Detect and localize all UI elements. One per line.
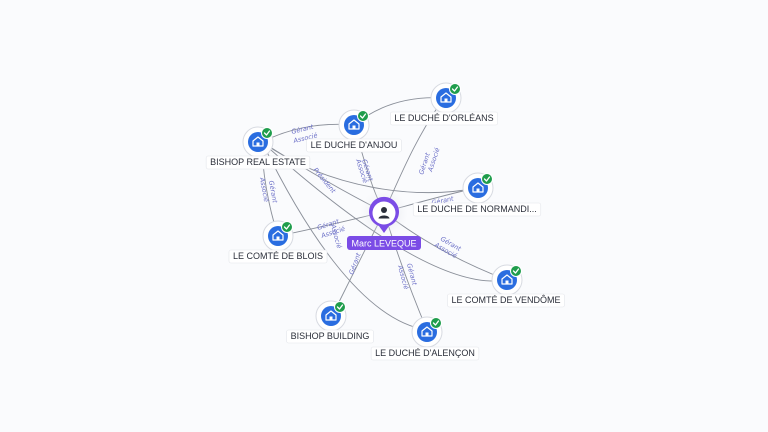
company-label: BISHOP REAL ESTATE: [210, 157, 306, 167]
company-label: LE DUCHE DE NORMANDI...: [417, 204, 537, 214]
company-nodes: BISHOP REAL ESTATE LE DUCHE D'ANJOU LE DUC…: [205, 82, 565, 361]
company-node-bishop-real-estate[interactable]: BISHOP REAL ESTATE: [205, 126, 311, 170]
building-icon: [252, 136, 264, 147]
building-icon: [501, 274, 513, 285]
person-icon: [378, 207, 390, 219]
edge-bishop-re-alencon: [261, 141, 428, 331]
company-label-bg: [228, 249, 328, 264]
person-node[interactable]: Marc LEVEQUE: [347, 189, 421, 250]
check-icon: [261, 127, 273, 139]
check-icon: [449, 83, 461, 95]
company-label-bg: [205, 155, 311, 170]
building-icon: [325, 310, 337, 321]
company-node-duche-normandie[interactable]: LE DUCHE DE NORMANDI...: [412, 172, 542, 217]
edge-label-gerant: Gérant: [347, 252, 362, 276]
edge-label-president: Président: [311, 166, 337, 195]
building-icon: [472, 182, 484, 193]
company-label: LE DUCHÉ D'ALENÇON: [375, 348, 475, 358]
company-label: LE DUCHE D'ANJOU: [311, 140, 398, 150]
company-node-duche-orleans[interactable]: LE DUCHÉ D'ORLÉANS: [390, 82, 498, 126]
check-icon: [481, 173, 493, 185]
edge-label-gerant: Gérant: [267, 180, 279, 204]
company-label: LE DUCHÉ D'ORLÉANS: [394, 113, 493, 123]
person-name: Marc LEVEQUE: [351, 239, 416, 249]
company-label-bg: [286, 329, 374, 344]
company-label-bg: [390, 111, 498, 126]
check-icon: [281, 221, 293, 233]
check-icon: [357, 110, 369, 122]
company-label-bg: [412, 202, 542, 217]
building-icon: [440, 92, 452, 103]
company-node-bishop-building[interactable]: BISHOP BUILDING: [286, 300, 374, 344]
check-icon: [510, 265, 522, 277]
company-label-bg: [370, 346, 480, 361]
company-label-bg: [447, 293, 565, 308]
company-label: LE COMTÉ DE BLOIS: [233, 251, 323, 261]
edge-label-associe: Associé: [258, 176, 270, 203]
check-icon: [334, 301, 346, 313]
person-label-bg: [347, 236, 421, 250]
company-label-bg: [306, 138, 402, 153]
company-node-comte-vendome[interactable]: LE COMTÉ DE VENDÔME: [447, 264, 565, 308]
company-node-duche-anjou[interactable]: LE DUCHE D'ANJOU: [306, 109, 402, 153]
company-label: LE COMTÉ DE VENDÔME: [451, 295, 560, 305]
building-icon: [348, 119, 360, 130]
company-node-duche-alencon[interactable]: LE DUCHÉ D'ALENÇON: [370, 316, 480, 361]
company-node-comte-blois[interactable]: LE COMTÉ DE BLOIS: [228, 220, 328, 264]
building-icon: [421, 326, 433, 337]
check-icon: [430, 317, 442, 329]
building-icon: [272, 230, 284, 241]
company-label: BISHOP BUILDING: [291, 331, 370, 341]
